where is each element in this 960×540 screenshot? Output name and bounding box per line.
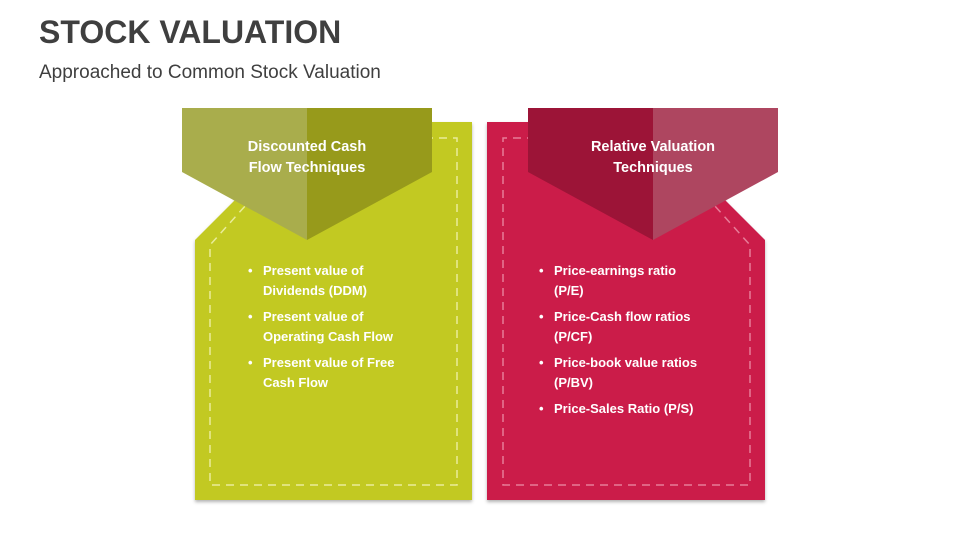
bullet-icon: • (539, 401, 544, 416)
heading-line: Relative Valuation (590, 139, 716, 155)
left-card-list: • Present value of Dividends (DDM) • Pre… (248, 261, 448, 399)
list-item: • Present value of Operating Cash Flow (248, 307, 448, 347)
bullet-icon: • (248, 355, 253, 370)
bullet-icon: • (248, 263, 253, 278)
list-item-text: (P/CF) (554, 329, 593, 344)
left-card-dashed-border (209, 137, 458, 486)
list-item: • Price-book value ratios (P/BV) (539, 353, 749, 393)
list-item-text: Present value of (263, 309, 364, 324)
list-item-text: Price-book value ratios (554, 355, 698, 370)
list-item-text: Price-earnings ratio (554, 263, 677, 278)
page-subtitle: Approached to Common Stock Valuation (39, 62, 381, 83)
left-banner-left-half (182, 108, 307, 240)
bullet-icon: • (248, 309, 253, 324)
list-item-text: Cash Flow (263, 375, 329, 390)
left-card-heading: Discounted Cash Flow Techniques (222, 137, 392, 179)
list-item-text: Price-Sales Ratio (P/S) (554, 401, 694, 416)
right-card-list: • Price-earnings ratio (P/E) • Price-Cas… (539, 261, 749, 425)
right-card-dashed-border (502, 137, 751, 486)
bullet-icon: • (539, 309, 544, 324)
left-banner-right-half (307, 108, 432, 240)
right-banner-right-half (653, 108, 778, 240)
list-item-text: Present value of Free (263, 355, 395, 370)
list-item: • Price-earnings ratio (P/E) (539, 261, 749, 301)
heading-line: Techniques (613, 160, 693, 176)
list-item: • Present value of Free Cash Flow (248, 353, 448, 393)
list-item: • Price-Sales Ratio (P/S) (539, 399, 749, 419)
list-item-text: Price-Cash flow ratios (554, 309, 691, 324)
page-title: STOCK VALUATION (39, 14, 342, 50)
list-item: • Present value of Dividends (DDM) (248, 261, 448, 301)
right-banner-left-half (528, 108, 653, 240)
list-item-text: (P/E) (554, 283, 584, 298)
heading-line: Discounted Cash (247, 139, 367, 155)
list-item-text: Dividends (DDM) (263, 283, 367, 298)
bullet-icon: • (539, 355, 544, 370)
list-item-text: Operating Cash Flow (263, 329, 394, 344)
right-card-heading: Relative Valuation Techniques (568, 137, 738, 179)
list-item-text: Present value of (263, 263, 364, 278)
heading-line: Flow Techniques (248, 160, 366, 176)
list-item-text: (P/BV) (554, 375, 593, 390)
bullet-icon: • (539, 263, 544, 278)
list-item: • Price-Cash flow ratios (P/CF) (539, 307, 749, 347)
